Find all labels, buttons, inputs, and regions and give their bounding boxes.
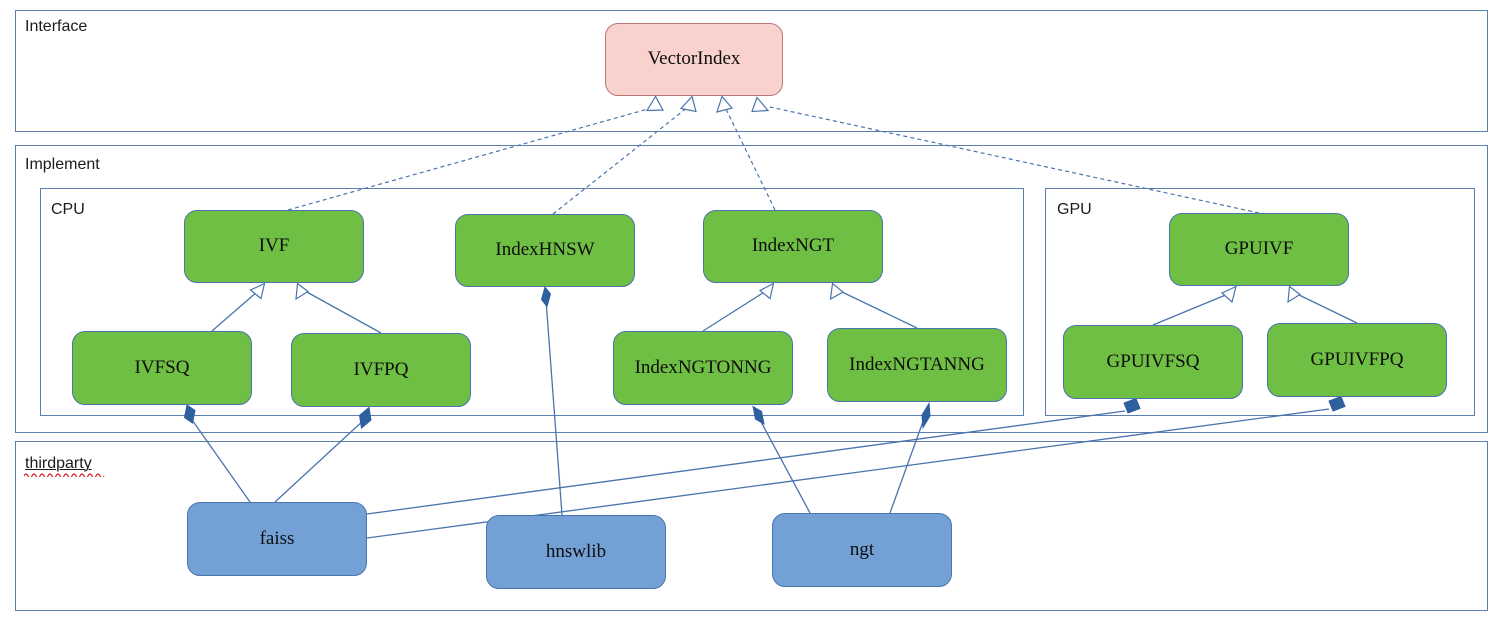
node-faiss[interactable]: faiss	[187, 502, 367, 576]
node-label-ivf: IVF	[258, 235, 290, 257]
node-label-indexngt: IndexNGT	[751, 235, 835, 257]
package-label-thirdparty: thirdparty	[25, 455, 92, 472]
node-label-ivfsq: IVFSQ	[134, 356, 190, 378]
node-gpuivfsq[interactable]: GPUIVFSQ	[1063, 325, 1243, 399]
node-label-vectorindex: VectorIndex	[647, 48, 741, 70]
node-gpuivfpq[interactable]: GPUIVFPQ	[1267, 323, 1447, 397]
node-label-gpuivfpq: GPUIVFPQ	[1310, 348, 1404, 370]
node-label-gpuivfsq: GPUIVFSQ	[1106, 350, 1200, 372]
node-vectorindex[interactable]: VectorIndex	[605, 23, 783, 96]
node-label-indexngtonng: IndexNGTONNG	[634, 356, 772, 378]
package-label-cpu: CPU	[51, 201, 85, 218]
node-indexngtonng[interactable]: IndexNGTONNG	[613, 331, 793, 405]
node-indexngt[interactable]: IndexNGT	[703, 210, 883, 283]
node-label-indexhnsw: IndexHNSW	[495, 239, 595, 261]
node-label-ivfpq: IVFPQ	[353, 358, 409, 380]
node-gpuivf[interactable]: GPUIVF	[1169, 213, 1349, 286]
node-ivfpq[interactable]: IVFPQ	[291, 333, 471, 407]
node-ngt[interactable]: ngt	[772, 513, 952, 587]
node-label-hnswlib: hnswlib	[545, 540, 607, 562]
node-label-indexngtanng: IndexNGTANNG	[849, 353, 985, 375]
package-label-implement: Implement	[25, 156, 100, 173]
node-indexhnsw[interactable]: IndexHNSW	[455, 214, 635, 287]
node-ivf[interactable]: IVF	[184, 210, 364, 283]
node-indexngtanng[interactable]: IndexNGTANNG	[827, 328, 1007, 402]
node-label-gpuivf: GPUIVF	[1224, 238, 1294, 260]
package-label-gpu: GPU	[1057, 201, 1092, 218]
node-label-ngt: ngt	[849, 538, 875, 560]
package-label-interface: Interface	[25, 18, 88, 35]
node-label-faiss: faiss	[259, 527, 295, 549]
node-hnswlib[interactable]: hnswlib	[486, 515, 666, 589]
node-ivfsq[interactable]: IVFSQ	[72, 331, 252, 405]
